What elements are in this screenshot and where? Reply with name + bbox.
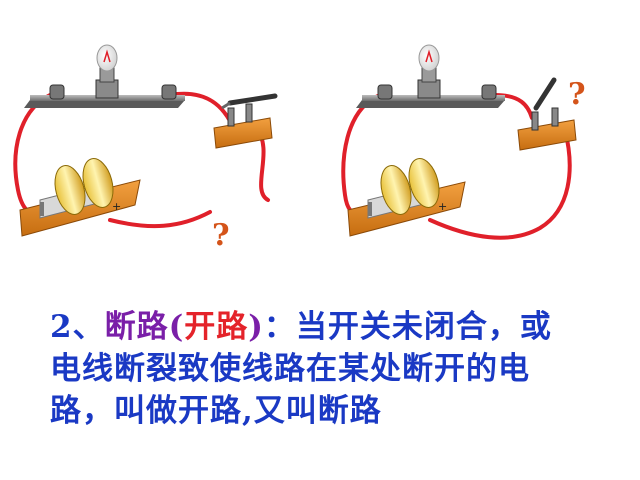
right-circuit: + ? — [341, 44, 586, 240]
question-mark: ? — [212, 218, 230, 253]
plus-sign: + — [438, 200, 447, 213]
plus-sign: + — [112, 200, 121, 213]
term-alias: 开路 — [184, 309, 249, 345]
definition-line-3: 路，叫做开路,又叫断路 — [50, 393, 382, 429]
wire — [108, 210, 212, 229]
bulb-icon — [96, 44, 118, 83]
bulb-icon — [418, 44, 440, 83]
question-mark: ? — [568, 77, 586, 112]
term-open-circuit: 断路( — [104, 309, 185, 345]
battery: + — [347, 158, 466, 237]
wire — [13, 93, 52, 217]
term-close-paren: ) — [248, 309, 264, 345]
item-number: 2、 — [50, 309, 105, 345]
definition-line-2: 电线断裂致使线路在某处断开的电 — [50, 351, 530, 387]
switch — [213, 93, 278, 149]
switch — [517, 77, 577, 151]
definition-line-1: 2、断路(开路)：当开关未闭合，或 — [50, 306, 610, 348]
left-circuit: + ? — [13, 44, 278, 253]
definition-text: 2、断路(开路)：当开关未闭合，或 电线断裂致使线路在某处断开的电 路，叫做开路… — [50, 306, 610, 432]
open-circuit-diagram: + ? — [13, 44, 586, 253]
battery: + — [19, 158, 141, 237]
wire — [428, 128, 572, 240]
bulb-board — [356, 44, 505, 108]
definition-start: ：当开关未闭合，或 — [263, 309, 552, 345]
wire — [341, 93, 382, 216]
bulb-board — [24, 44, 185, 108]
